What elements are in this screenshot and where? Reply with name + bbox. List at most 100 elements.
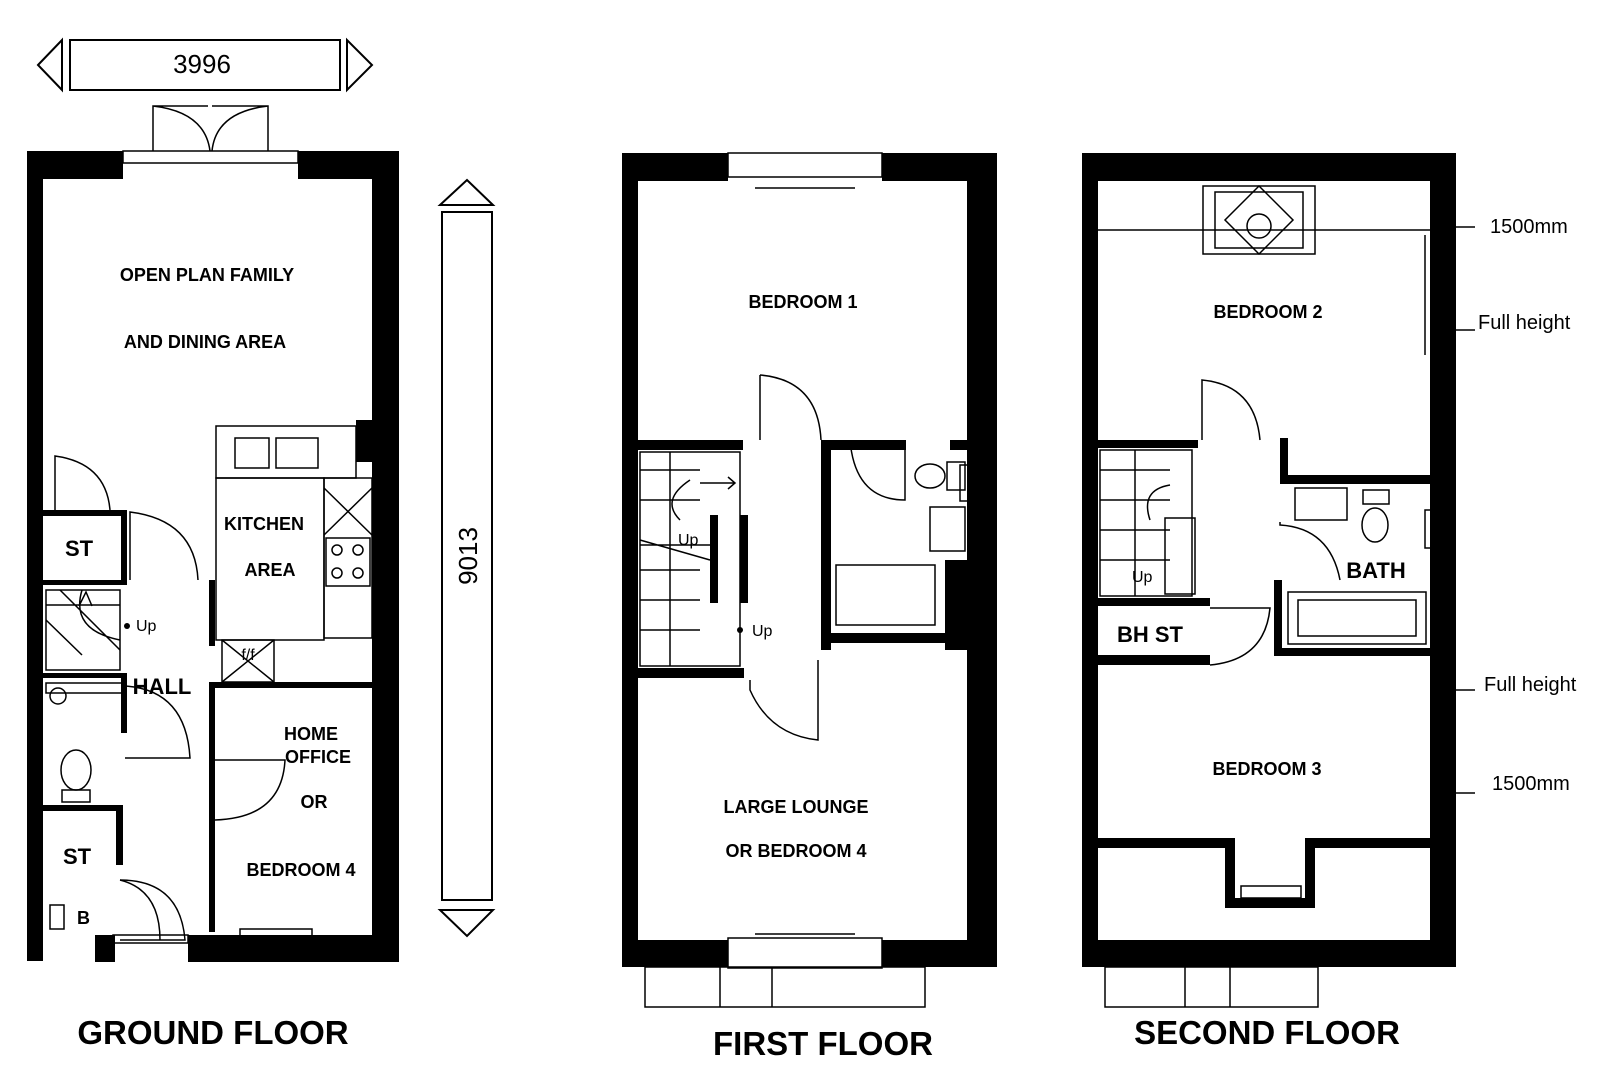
ground-floor-plan: f/f Up B OPEN PLAN FAMILY AND DINING ARE… xyxy=(27,105,399,1051)
wall xyxy=(1274,648,1440,656)
wall xyxy=(1098,598,1210,606)
bh-storage-label: BH ST xyxy=(1117,622,1184,647)
door-swing xyxy=(849,439,906,501)
stair-treads xyxy=(639,452,711,666)
wall xyxy=(638,668,744,678)
window-icon xyxy=(1424,509,1451,549)
wall xyxy=(950,440,967,450)
wall xyxy=(945,560,967,650)
wall xyxy=(1305,838,1430,848)
door-swing xyxy=(214,759,286,821)
wall xyxy=(740,515,748,603)
window-icon xyxy=(239,928,313,942)
bay-window xyxy=(1104,966,1319,1008)
wall xyxy=(43,673,127,678)
bedroom4-label: BEDROOM 4 xyxy=(246,860,355,880)
fridge-freezer xyxy=(221,639,275,683)
wall xyxy=(967,153,997,967)
bedroom3-label: BEDROOM 3 xyxy=(1212,759,1321,779)
wall xyxy=(1225,838,1235,908)
door-swing xyxy=(129,511,199,581)
door-swing xyxy=(1279,522,1341,581)
hob-icon xyxy=(325,537,371,587)
wall xyxy=(638,440,743,450)
lounge-label: LARGE LOUNGE xyxy=(723,797,868,817)
wall xyxy=(209,580,215,646)
first-floor-plan: Up Up BEDROOM 1 LARGE LOUNGE OR BEDROOM … xyxy=(622,152,997,1062)
wall xyxy=(821,440,906,450)
rooflight-icon xyxy=(1202,185,1316,255)
first-floor-title: FIRST FLOOR xyxy=(713,1025,933,1062)
height-note-bottom-1500: 1500mm xyxy=(1492,773,1570,795)
sink-icon xyxy=(275,437,319,469)
basin-icon xyxy=(1294,487,1348,521)
wall xyxy=(1280,438,1288,476)
office-label: OFFICE xyxy=(285,747,351,767)
patio-door-frame xyxy=(122,150,299,164)
basin-icon xyxy=(929,506,966,552)
stairs-up-label: Up xyxy=(752,623,773,640)
wall xyxy=(882,940,997,967)
wall xyxy=(622,153,638,967)
door-swing xyxy=(119,879,186,941)
depth-dimension: 9013 xyxy=(437,178,496,938)
door-swing xyxy=(124,685,191,759)
bath-tub-icon xyxy=(1287,591,1427,645)
toilet-icon xyxy=(60,749,92,791)
wall xyxy=(121,510,127,582)
window-icon xyxy=(727,937,883,969)
front-door-threshold xyxy=(112,934,189,944)
storage-label: ST xyxy=(65,536,94,561)
door-swing xyxy=(54,455,111,511)
home-office-label: HOME xyxy=(284,724,338,744)
wall xyxy=(1098,440,1198,448)
window-icon xyxy=(727,152,883,178)
wall xyxy=(1225,898,1315,908)
stairs-up-label: Up xyxy=(678,532,699,549)
staircase xyxy=(1099,449,1193,597)
ground-floor-title: GROUND FLOOR xyxy=(77,1014,348,1051)
door-swing xyxy=(1209,607,1271,666)
stairs-up-label: Up xyxy=(1132,569,1153,586)
wall xyxy=(209,682,372,688)
stair-treads xyxy=(1100,450,1171,596)
kitchen-label: KITCHEN xyxy=(224,514,304,534)
door-swing xyxy=(749,660,819,741)
appliance-cross xyxy=(323,487,373,536)
height-note-top-full: Full height xyxy=(1478,312,1571,334)
cistern-icon xyxy=(946,461,966,491)
wall xyxy=(821,440,831,650)
wall xyxy=(1082,153,1456,181)
wall xyxy=(1098,838,1233,848)
cistern-icon xyxy=(61,789,91,803)
family-room-label: OPEN PLAN FAMILY xyxy=(120,265,294,285)
wall xyxy=(622,940,728,967)
second-floor-title: SECOND FLOOR xyxy=(1134,1014,1400,1051)
wall xyxy=(1082,940,1456,967)
sink-icon xyxy=(234,437,270,469)
bedroom2-label: BEDROOM 2 xyxy=(1213,302,1322,322)
wall xyxy=(1430,153,1456,967)
width-dimension: 3996 xyxy=(36,37,374,93)
basin-icon xyxy=(45,682,127,694)
wall xyxy=(121,673,127,733)
staircase xyxy=(45,589,121,671)
bath-label: BATH xyxy=(1346,558,1405,583)
window-icon xyxy=(959,464,981,502)
wall xyxy=(43,580,127,585)
storage-label: ST xyxy=(63,844,92,869)
width-dimension-label: 3996 xyxy=(173,49,231,79)
wall xyxy=(1274,580,1282,655)
patio-door-swing xyxy=(152,105,269,152)
height-note-top-1500: 1500mm xyxy=(1490,216,1568,238)
dining-area-label: AND DINING AREA xyxy=(124,332,286,352)
fridge-label: f/f xyxy=(241,647,255,664)
wall xyxy=(622,153,728,181)
boiler-icon xyxy=(49,904,65,930)
toilet-icon xyxy=(1361,507,1389,543)
wall xyxy=(356,420,372,462)
door-swing xyxy=(759,374,822,441)
wall xyxy=(188,935,399,962)
or-label: OR xyxy=(301,792,328,812)
